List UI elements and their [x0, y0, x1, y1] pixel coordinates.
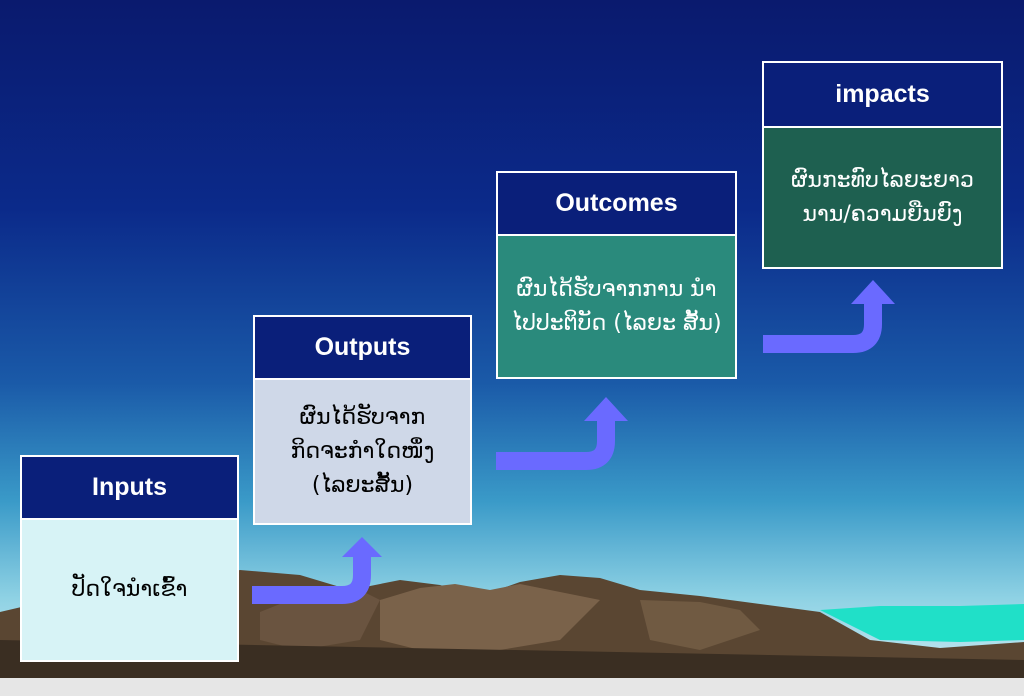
step-card-inputs: Inputs ປັດໃຈນຳເຂົ້າ: [20, 455, 239, 662]
step-text-outputs: ຜົນໄດ້ຮັບຈາກ ກິດຈະກຳໃດໜຶ່ງ (ໄລຍະສັ້ນ): [255, 380, 470, 523]
step-title-outputs: Outputs: [255, 317, 470, 380]
step-card-impacts: impacts ຜົນກະທົບໄລຍະຍາວ ນານ/ຄວາມຍືນຍົງ: [762, 61, 1003, 269]
step-title-outcomes: Outcomes: [498, 173, 735, 236]
step-card-outcomes: Outcomes ຜົນໄດ້ຮັບຈາກການ ນຳໄປປະຕິບັດ (ໄລ…: [496, 171, 737, 379]
step-text-outcomes: ຜົນໄດ້ຮັບຈາກການ ນຳໄປປະຕິບັດ (ໄລຍະ ສັ້ນ): [498, 236, 735, 377]
step-title-impacts: impacts: [764, 63, 1001, 128]
up-arrow-icon: [496, 397, 628, 470]
bottom-strip: [0, 678, 1024, 696]
step-title-inputs: Inputs: [22, 457, 237, 520]
step-text-impacts: ຜົນກະທົບໄລຍະຍາວ ນານ/ຄວາມຍືນຍົງ: [764, 128, 1001, 267]
step-card-outputs: Outputs ຜົນໄດ້ຮັບຈາກ ກິດຈະກຳໃດໜຶ່ງ (ໄລຍະ…: [253, 315, 472, 525]
step-text-inputs: ປັດໃຈນຳເຂົ້າ: [22, 520, 237, 660]
up-arrow-icon: [763, 280, 895, 353]
up-arrow-icon: [252, 537, 382, 604]
